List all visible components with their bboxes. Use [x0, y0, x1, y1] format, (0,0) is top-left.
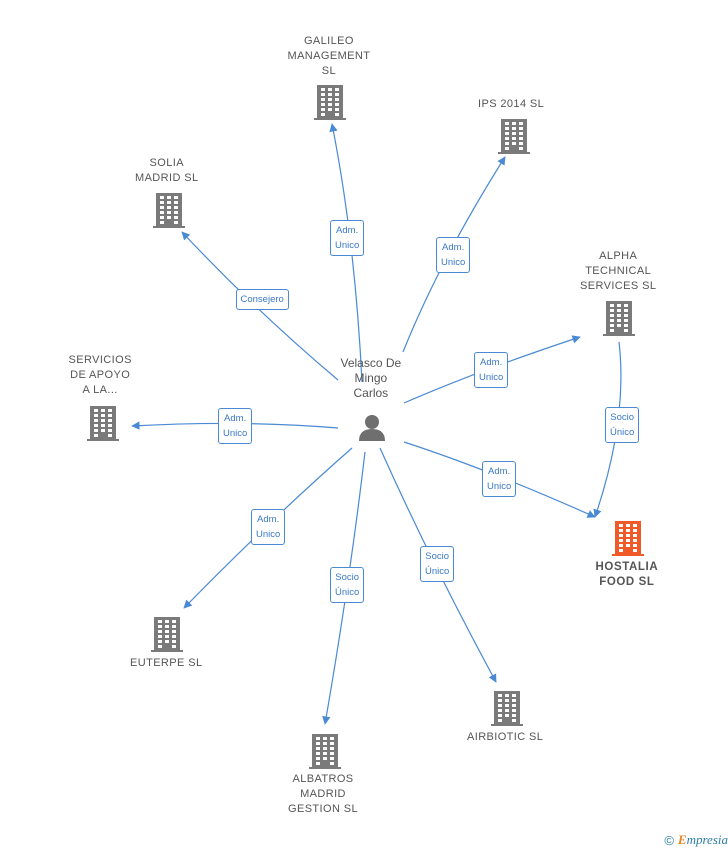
edge-label-albatros[interactable]: Socio Único — [330, 567, 365, 603]
empresia-logo: Empresia — [677, 832, 728, 847]
building-icon[interactable] — [153, 193, 185, 228]
edge-label-hostalia[interactable]: Socio Único — [605, 407, 640, 443]
building-icon[interactable] — [612, 521, 644, 556]
edge-label-ips[interactable]: Adm. Unico — [436, 237, 471, 273]
company-label-solia[interactable]: SOLIA MADRID SL — [135, 157, 199, 184]
building-icon[interactable] — [87, 406, 119, 441]
company-label-airbiotic[interactable]: AIRBIOTIC SL — [467, 731, 544, 743]
edge-label-servicios[interactable]: Adm. Unico — [218, 408, 253, 444]
company-label-servicios[interactable]: SERVICIOS DE APOYO A LA... — [68, 354, 132, 396]
person-icon[interactable] — [359, 415, 385, 441]
building-icon[interactable] — [314, 85, 346, 120]
edge-label-galileo[interactable]: Adm. Unico — [330, 220, 365, 256]
building-icon[interactable] — [151, 617, 183, 652]
edge-label-euterpe[interactable]: Adm. Unico — [251, 509, 286, 545]
building-icon[interactable] — [603, 301, 635, 336]
company-label-alpha[interactable]: ALPHA TECHNICAL SERVICES SL — [580, 250, 657, 292]
company-label-albatros[interactable]: ALBATROS MADRID GESTION SL — [288, 773, 359, 815]
building-icon[interactable] — [491, 691, 523, 726]
company-label-euterpe[interactable]: EUTERPE SL — [130, 657, 203, 669]
company-label-ips[interactable]: IPS 2014 SL — [478, 98, 545, 110]
building-icon[interactable] — [309, 734, 341, 769]
copyright-symbol: © — [664, 832, 674, 848]
edge-label-alpha[interactable]: Adm. Unico — [474, 352, 509, 388]
company-label-hostalia[interactable]: HOSTALIA FOOD SL — [595, 561, 659, 588]
edge-label-airbiotic[interactable]: Socio Único — [420, 546, 455, 582]
footer-brand[interactable]: © Empresia — [664, 832, 728, 848]
person-name-label[interactable]: Velasco De Mingo Carlos — [340, 356, 402, 400]
building-icon[interactable] — [498, 119, 530, 154]
edge-label-solia[interactable]: Consejero — [235, 288, 289, 310]
edge-label-hostalia[interactable]: Adm. Unico — [482, 461, 517, 497]
company-label-galileo[interactable]: GALILEO MANAGEMENT SL — [287, 35, 371, 77]
